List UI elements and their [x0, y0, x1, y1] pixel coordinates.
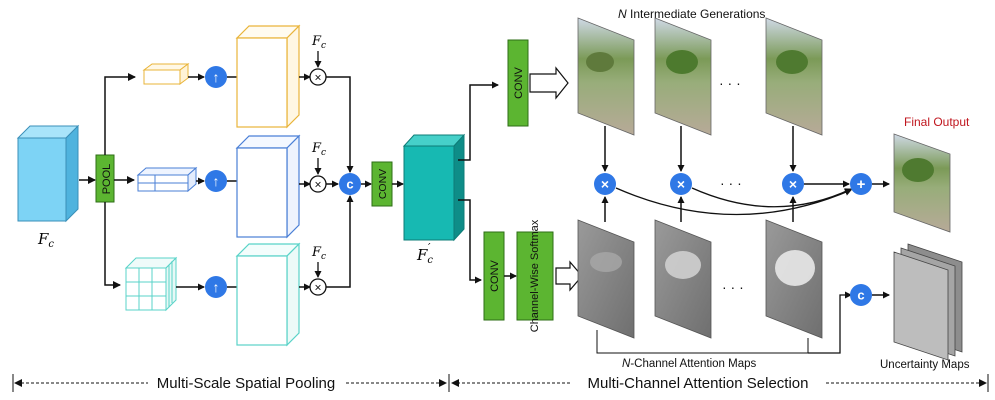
- upsampled-slab-bottom: [235, 242, 301, 347]
- fused-feature-cube: [402, 133, 466, 242]
- concat-op: c: [339, 173, 361, 195]
- attention-map-1: [577, 219, 635, 339]
- svg-text:Fc: Fc: [311, 141, 326, 158]
- fc-label-input: Fc: [37, 230, 54, 250]
- section-label-pooling: Multi-Scale Spatial Pooling: [157, 375, 335, 392]
- input-feature-cube: [16, 124, 80, 223]
- intermediate-generations-title: N Intermediate Generations: [618, 7, 765, 21]
- upsample-op-top: ↑: [205, 66, 227, 88]
- generated-image-2: [654, 17, 712, 136]
- svg-text:CONV: CONV: [489, 259, 501, 291]
- svg-text:Channel-Wise Softmax: Channel-Wise Softmax: [529, 219, 541, 332]
- svg-text:Fc′: Fc′: [416, 241, 433, 266]
- section-label-attention: Multi-Channel Attention Selection: [588, 375, 809, 392]
- svg-text:×: ×: [314, 178, 321, 192]
- svg-text:Fc: Fc: [37, 230, 54, 250]
- conv-block-attention: CONV: [483, 231, 505, 321]
- hollow-arrow-top: [529, 66, 569, 100]
- final-output-label: Final Output: [904, 115, 970, 129]
- svg-text:CONV: CONV: [513, 66, 525, 98]
- multiply-op-bottom: ×: [309, 278, 327, 296]
- ellipsis-middle: · · ·: [720, 175, 742, 191]
- attention-map-n: [765, 219, 823, 339]
- section-divider: [12, 374, 989, 392]
- multiply-op-top: ×: [309, 68, 327, 86]
- svg-text:c: c: [346, 177, 353, 192]
- upsampled-slab-middle: [235, 134, 301, 239]
- ellipsis-bottom: · · ·: [722, 279, 744, 295]
- attention-multiply-n: ×: [782, 173, 804, 195]
- svg-text:×: ×: [314, 281, 321, 295]
- svg-text:×: ×: [314, 71, 321, 85]
- svg-text:N-Channel Attention Maps: N-Channel Attention Maps: [622, 358, 757, 370]
- uncertainty-maps-label: Uncertainty Maps: [880, 359, 970, 371]
- pooled-block-medium: [136, 166, 198, 193]
- conv-block-generation: CONV: [507, 39, 529, 127]
- svg-text:CONV: CONV: [377, 169, 389, 199]
- svg-text:+: +: [857, 176, 866, 193]
- attention-multiply-1: ×: [594, 173, 616, 195]
- attention-multiply-2: ×: [670, 173, 692, 195]
- uncertainty-concat-op: c: [850, 284, 872, 306]
- svg-text:↑: ↑: [213, 173, 220, 189]
- fc-label-top: Fc: [311, 34, 326, 51]
- multiply-op-middle: ×: [309, 175, 327, 193]
- svg-text:×: ×: [677, 176, 685, 192]
- svg-text:×: ×: [789, 176, 797, 192]
- uncertainty-maps-stack: [893, 243, 963, 361]
- hollow-arrow-bottom: [555, 260, 583, 292]
- generated-image-n: [765, 17, 823, 136]
- svg-text:↑: ↑: [213, 69, 220, 85]
- fc-label-bottom: Fc: [311, 245, 326, 262]
- upsampled-slab-top: [235, 24, 301, 129]
- attention-map-2: [654, 219, 712, 339]
- pool-block: POOL: [95, 154, 115, 203]
- channel-softmax-block: Channel-Wise Softmax: [516, 219, 554, 332]
- conv-block-fusion: CONV: [371, 161, 393, 207]
- fc-prime-label: Fc′: [416, 241, 433, 266]
- svg-text:Fc: Fc: [311, 245, 326, 262]
- generated-image-1: [577, 17, 635, 136]
- svg-text:Fc: Fc: [311, 34, 326, 51]
- fc-label-middle: Fc: [311, 141, 326, 158]
- svg-text:N Intermediate Generations: N Intermediate Generations: [618, 7, 765, 21]
- svg-text:×: ×: [601, 176, 609, 192]
- svg-text:c: c: [857, 288, 864, 303]
- pooled-block-large: [124, 256, 178, 312]
- add-op: +: [850, 173, 872, 195]
- ellipsis-top: · · ·: [719, 75, 741, 91]
- pooled-block-small: [142, 63, 190, 85]
- upsample-op-middle: ↑: [205, 170, 227, 192]
- final-output-image: [893, 133, 951, 233]
- upsample-op-bottom: ↑: [205, 276, 227, 298]
- attention-maps-label: N-Channel Attention Maps: [622, 358, 757, 370]
- svg-text:POOL: POOL: [101, 164, 113, 195]
- svg-text:↑: ↑: [213, 279, 220, 295]
